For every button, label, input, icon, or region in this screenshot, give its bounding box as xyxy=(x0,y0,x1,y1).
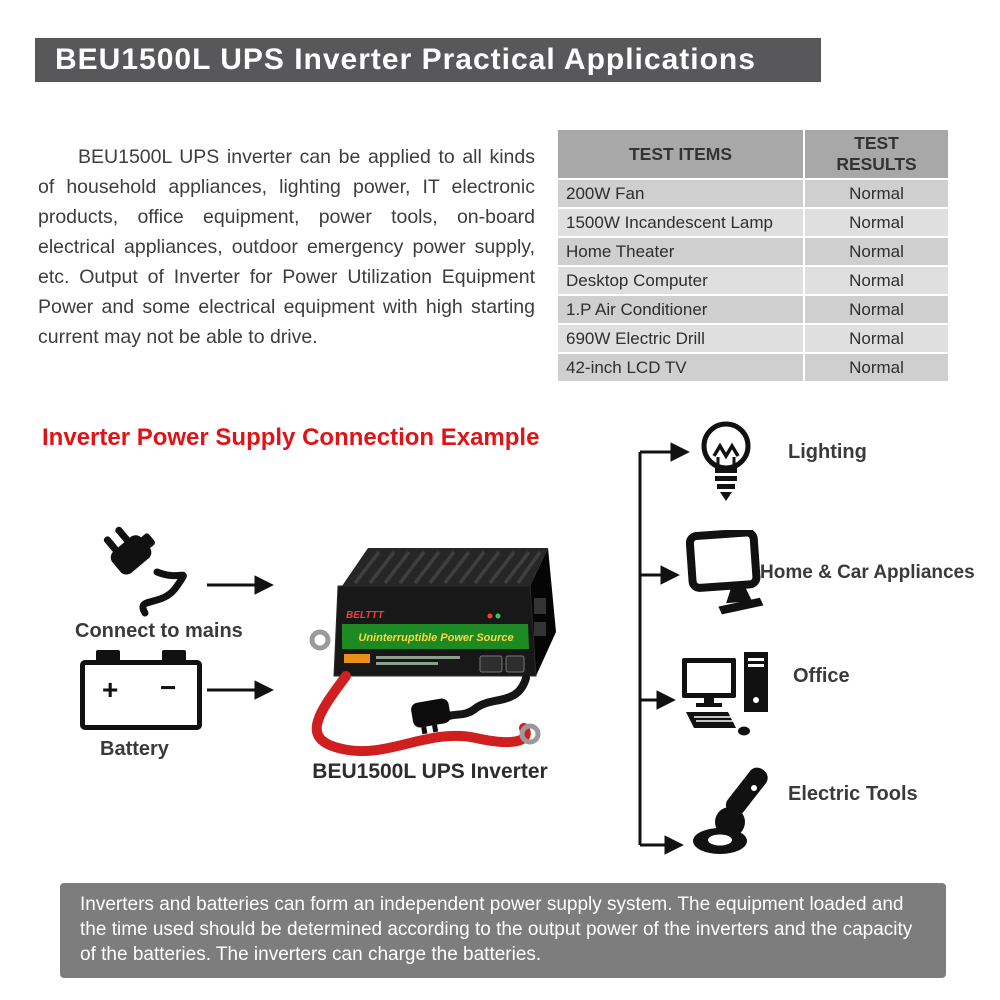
cable-plug xyxy=(411,698,451,735)
test-result: Normal xyxy=(803,352,950,383)
inverter-label: BEU1500L UPS Inverter xyxy=(312,760,548,783)
battery-plus: + xyxy=(102,674,119,705)
mains-label: Connect to mains xyxy=(75,620,243,642)
tools-label: Electric Tools xyxy=(788,783,918,805)
test-result: Normal xyxy=(803,178,950,209)
page-title: BEU1500L UPS Inverter Practical Applicat… xyxy=(55,43,756,76)
battery-terminal xyxy=(162,650,186,662)
table-row: 1500W Incandescent Lamp Normal xyxy=(556,207,950,238)
table-header-test-items: TEST ITEMS xyxy=(556,128,805,180)
test-item: 1.P Air Conditioner xyxy=(556,294,805,325)
test-item: 690W Electric Drill xyxy=(556,323,805,354)
battery-label: Battery xyxy=(100,738,169,760)
table-row: 200W Fan Normal xyxy=(556,178,950,209)
table-row: Desktop Computer Normal xyxy=(556,265,950,296)
test-result: Normal xyxy=(803,236,950,267)
battery-terminal xyxy=(96,650,120,662)
angle-grinder-icon xyxy=(693,767,768,854)
inverter-product-image: Uninterruptible Power Source BELTTT xyxy=(309,548,556,757)
table-row: Home Theater Normal xyxy=(556,236,950,267)
product-brand-text: BELTTT xyxy=(346,610,384,621)
desktop-computer-icon xyxy=(682,652,768,736)
power-plug-icon xyxy=(103,526,187,617)
battery-icon: + − xyxy=(80,650,202,732)
tv-screen-icon xyxy=(686,530,764,615)
footer-note: Inverters and batteries can form an inde… xyxy=(60,883,946,979)
test-item: 200W Fan xyxy=(556,178,805,209)
test-results-table: TEST ITEMS TEST RESULTS 200W Fan Normal … xyxy=(556,128,950,383)
intro-paragraph: BEU1500L UPS inverter can be applied to … xyxy=(38,145,535,348)
table-row: 690W Electric Drill Normal xyxy=(556,323,950,354)
test-result: Normal xyxy=(803,265,950,296)
table-row: 42-inch LCD TV Normal xyxy=(556,352,950,383)
product-band-text: Uninterruptible Power Source xyxy=(358,632,513,644)
lighting-label: Lighting xyxy=(788,441,867,463)
office-label: Office xyxy=(793,665,850,687)
inverter-cables xyxy=(309,629,541,757)
test-result: Normal xyxy=(803,207,950,238)
battery-minus: − xyxy=(160,672,177,703)
battery-body xyxy=(80,660,202,730)
test-result: Normal xyxy=(803,323,950,354)
table-header-row: TEST ITEMS TEST RESULTS xyxy=(556,128,950,180)
section-heading: Inverter Power Supply Connection Example xyxy=(42,424,540,451)
test-result: Normal xyxy=(803,294,950,325)
light-bulb-icon xyxy=(701,421,751,501)
test-item: Desktop Computer xyxy=(556,265,805,296)
test-item: 1500W Incandescent Lamp xyxy=(556,207,805,238)
home-car-label: Home & Car Appliances xyxy=(760,562,975,583)
table-row: 1.P Air Conditioner Normal xyxy=(556,294,950,325)
test-item: Home Theater xyxy=(556,236,805,267)
test-item: 42-inch LCD TV xyxy=(556,352,805,383)
table-header-test-results: TEST RESULTS xyxy=(803,128,950,180)
title-banner: BEU1500L UPS Inverter Practical Applicat… xyxy=(35,38,821,82)
